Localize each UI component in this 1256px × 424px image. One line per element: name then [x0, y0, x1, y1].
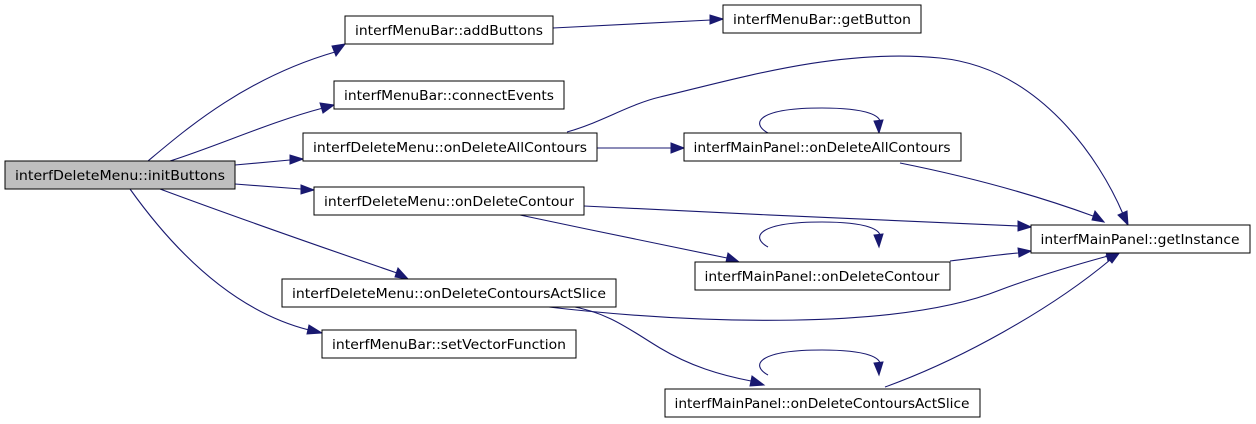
edge-mp-delete-contours-act-slice-to-get-instance — [884, 251, 1122, 388]
edge-dm-delete-contour-to-mp-delete-contour — [519, 214, 741, 263]
edge-dm-delete-all-contours-to-mp-delete-all-contours — [597, 142, 686, 154]
node-dm-on-delete-contour-label: interfDeleteMenu::onDeleteContour — [324, 194, 574, 210]
node-connect-events-box — [333, 80, 565, 110]
edge-mp-delete-contour-to-get-instance — [949, 247, 1033, 262]
node-add-buttons[interactable]: interfMenuBar::addButtons — [344, 15, 554, 45]
node-set-vector-function[interactable]: interfMenuBar::setVectorFunction — [321, 329, 577, 359]
node-set-vector-function-label: interfMenuBar::setVectorFunction — [332, 337, 566, 353]
edge-init-buttons-to-dm-delete-contours-act-slice — [159, 188, 410, 280]
node-init-buttons-label: interfDeleteMenu::initButtons — [15, 168, 225, 184]
node-mp-on-delete-contour-label: interfMainPanel::onDeleteContour — [705, 269, 940, 285]
node-mp-on-delete-all-contours[interactable]: interfMainPanel::onDeleteAllContours — [683, 132, 962, 162]
node-dm-on-delete-contours-act-slice-label: interfDeleteMenu::onDeleteContoursActSli… — [292, 286, 606, 302]
edge-mp-delete-contours-act-slice-self — [759, 349, 884, 377]
edge-init-buttons-to-dm-delete-contour — [234, 183, 316, 195]
edge-dm-delete-contour-to-get-instance — [583, 205, 1033, 232]
node-add-buttons-label: interfMenuBar::addButtons — [355, 23, 543, 39]
node-dm-on-delete-contour-box — [313, 186, 585, 216]
node-dm-on-delete-contour[interactable]: interfDeleteMenu::onDeleteContour — [313, 186, 585, 216]
node-mp-on-delete-contours-act-slice-label: interfMainPanel::onDeleteContoursActSlic… — [675, 396, 970, 412]
node-get-instance-label: interfMainPanel::getInstance — [1041, 232, 1240, 248]
node-dm-on-delete-contours-act-slice[interactable]: interfDeleteMenu::onDeleteContoursActSli… — [281, 278, 617, 308]
node-connect-events[interactable]: interfMenuBar::connectEvents — [333, 80, 565, 110]
node-mp-on-delete-contours-act-slice[interactable]: interfMainPanel::onDeleteContoursActSlic… — [664, 388, 981, 418]
edge-init-buttons-to-dm-delete-all-contours — [234, 154, 305, 166]
node-get-button[interactable]: interfMenuBar::getButton — [722, 4, 922, 34]
edge-mp-delete-contour-self — [759, 221, 884, 249]
node-dm-on-delete-contours-act-slice-box — [281, 278, 617, 308]
node-get-instance-box — [1030, 224, 1251, 254]
edge-init-buttons-to-connect-events — [169, 102, 336, 162]
node-get-button-label: interfMenuBar::getButton — [733, 12, 911, 28]
nodes-layer: interfDeleteMenu::initButtons interfMenu… — [4, 4, 1251, 418]
node-connect-events-label: interfMenuBar::connectEvents — [344, 88, 554, 104]
node-get-instance[interactable]: interfMainPanel::getInstance — [1030, 224, 1251, 254]
edge-mp-delete-all-contours-self — [759, 107, 884, 135]
node-mp-on-delete-contour[interactable]: interfMainPanel::onDeleteContour — [694, 261, 951, 291]
node-init-buttons-box — [4, 160, 236, 190]
node-add-buttons-box — [344, 15, 554, 45]
node-set-vector-function-box — [321, 329, 577, 359]
edges-layer — [129, 14, 1129, 388]
node-mp-on-delete-contour-box — [694, 261, 951, 291]
edge-add-buttons-to-get-button — [552, 14, 725, 29]
node-dm-on-delete-all-contours-box — [302, 132, 598, 162]
edge-dm-delete-contours-act-slice-to-mp-delete-contours-act-slice — [569, 305, 766, 387]
edge-init-buttons-to-set-vector-function — [129, 188, 324, 335]
node-mp-on-delete-contours-act-slice-box — [664, 388, 981, 418]
edge-init-buttons-to-add-buttons — [147, 43, 347, 162]
node-dm-on-delete-all-contours[interactable]: interfDeleteMenu::onDeleteAllContours — [302, 132, 598, 162]
node-mp-on-delete-all-contours-label: interfMainPanel::onDeleteAllContours — [694, 140, 951, 156]
node-get-button-box — [722, 4, 922, 34]
node-dm-on-delete-all-contours-label: interfDeleteMenu::onDeleteAllContours — [313, 140, 587, 156]
node-init-buttons[interactable]: interfDeleteMenu::initButtons — [4, 160, 236, 190]
node-mp-on-delete-all-contours-box — [683, 132, 962, 162]
edge-dm-delete-all-contours-to-get-instance — [566, 55, 1129, 227]
edge-mp-delete-all-contours-to-get-instance — [899, 162, 1106, 223]
